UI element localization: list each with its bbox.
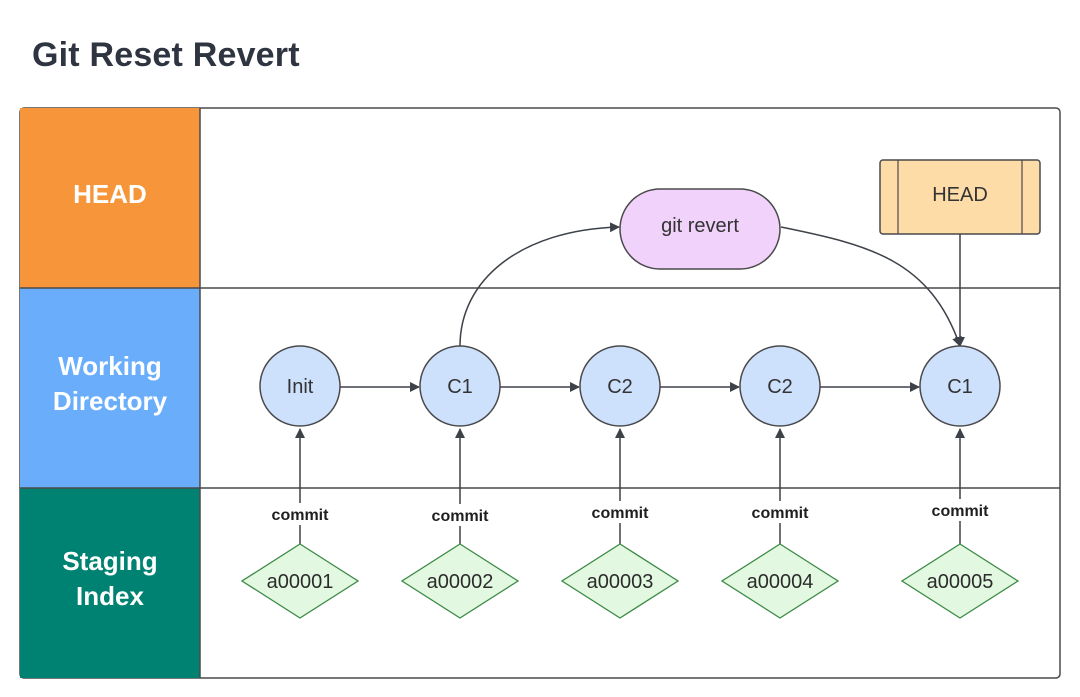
hash-node xyxy=(400,543,520,619)
commit-node xyxy=(259,345,341,427)
commit-label-bg xyxy=(924,499,996,521)
hash-label: a00002 xyxy=(427,571,494,593)
lane-label-staging: Index xyxy=(76,581,144,611)
lane-working-header xyxy=(20,288,200,488)
commit-node-label: C2 xyxy=(767,376,793,398)
commit-node xyxy=(919,345,1001,427)
commit-label-bg xyxy=(424,504,496,526)
hash-label: a00004 xyxy=(747,571,814,593)
commit-label: commit xyxy=(432,508,490,525)
lane-label-head: HEAD xyxy=(73,179,147,209)
hash-node xyxy=(560,543,680,619)
git-revert-label: git revert xyxy=(661,215,739,237)
lane-label-working: Working xyxy=(58,351,162,381)
commit-node xyxy=(579,345,661,427)
lane-head-header xyxy=(20,108,200,288)
commit-label: commit xyxy=(932,503,990,520)
head-pointer-node xyxy=(879,159,1041,235)
hash-label: a00003 xyxy=(587,571,654,593)
git-revert-node xyxy=(619,188,781,270)
commit-label-bg xyxy=(744,501,816,523)
hash-node xyxy=(720,543,840,619)
head-pointer-label: HEAD xyxy=(932,184,988,206)
revert-arrow-out xyxy=(780,226,962,347)
lane-label-staging: Staging xyxy=(62,546,157,576)
hash-node xyxy=(900,543,1020,619)
commit-node xyxy=(739,345,821,427)
commit-label: commit xyxy=(592,505,650,522)
revert-arrow-in xyxy=(459,222,620,347)
hash-label: a00001 xyxy=(267,571,334,593)
diagram-title: Git Reset Revert xyxy=(32,36,300,74)
commit-label-bg xyxy=(584,501,656,523)
commit-node-label: Init xyxy=(287,376,314,398)
commit-node-label: C1 xyxy=(447,376,473,398)
commit-node-label: C2 xyxy=(607,376,633,398)
hash-label: a00005 xyxy=(927,571,994,593)
commit-node xyxy=(419,345,501,427)
lane-label-working: Directory xyxy=(53,386,168,416)
commit-label: commit xyxy=(752,505,810,522)
lane-staging-header xyxy=(20,488,200,678)
commit-label-bg xyxy=(264,503,336,525)
hash-node xyxy=(240,543,360,619)
commit-node-label: C1 xyxy=(947,376,973,398)
commit-label: commit xyxy=(272,507,330,524)
